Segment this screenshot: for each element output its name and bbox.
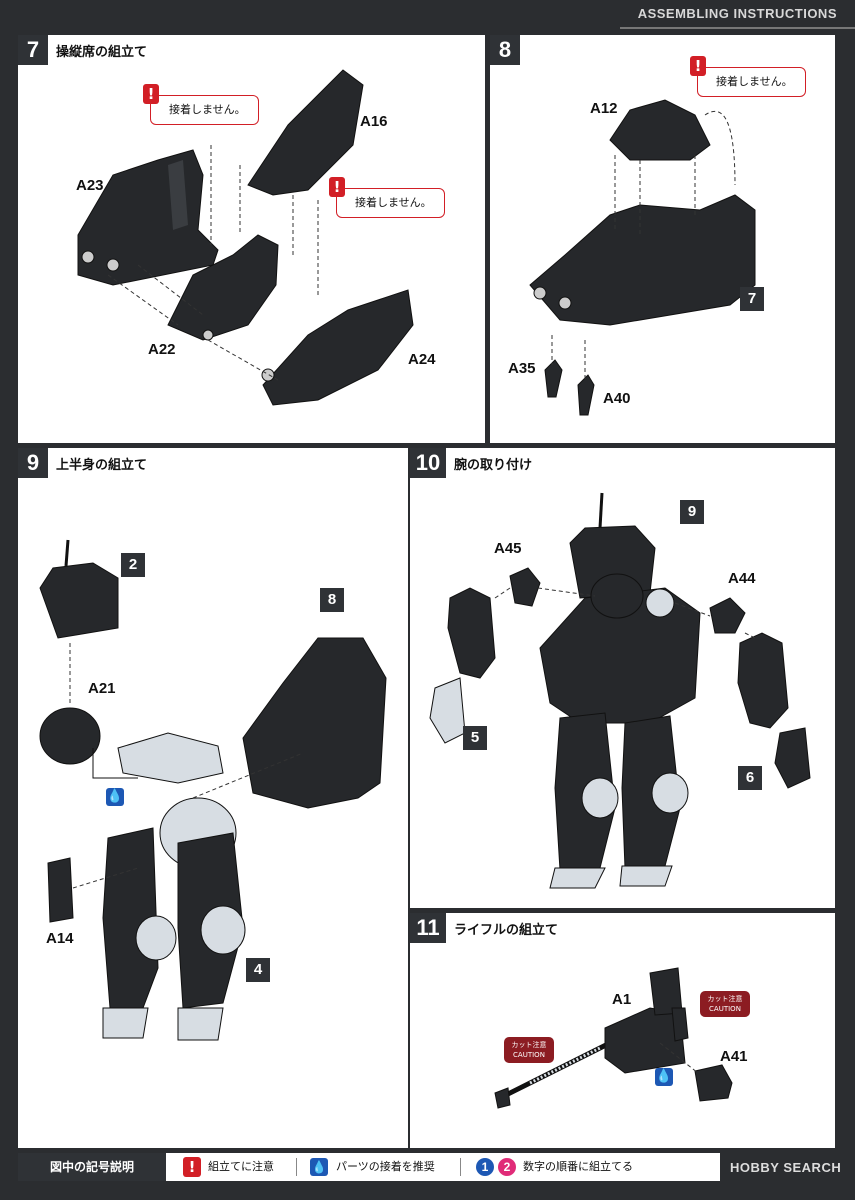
part-label: A1 [612, 991, 632, 1008]
step-one-circle-icon: 1 [476, 1158, 494, 1176]
legend-divider [296, 1158, 297, 1176]
part-label: A45 [494, 540, 522, 557]
header-bar: ASSEMBLING INSTRUCTIONS [0, 0, 855, 30]
exclamation-icon: ! [690, 56, 706, 76]
caution-en: CAUTION [709, 1005, 741, 1013]
step-10-diagram [429, 492, 811, 889]
part-label: A35 [508, 360, 536, 377]
caution-jp: カット注意 [707, 995, 743, 1003]
reference-badge: 5 [463, 726, 487, 750]
legend-divider [460, 1158, 461, 1176]
step-8-diagram [529, 99, 756, 416]
no-glue-callout: ! 接着しません。 [143, 84, 259, 125]
step-number-badge: 8 [490, 35, 520, 65]
part-label: A41 [720, 1048, 748, 1065]
caution-en: CAUTION [513, 1051, 545, 1059]
part-label: A24 [408, 351, 436, 368]
step-title: 上半身の組立て [56, 458, 148, 473]
part-label: A14 [46, 930, 74, 947]
step-11-diagram [494, 967, 733, 1109]
no-glue-callout: ! 接着しません。 [329, 177, 445, 218]
part-label: A23 [76, 177, 104, 194]
step-number-badge: 7 [18, 35, 48, 65]
legend-text: パーツの接着を推奨 [336, 1160, 435, 1173]
step-title: 操縦席の組立て [56, 45, 148, 60]
no-glue-callout: ! 接着しません。 [690, 56, 806, 97]
header-divider [620, 27, 855, 29]
reference-badge: 6 [738, 766, 762, 790]
symbol-legend: 図中の記号説明 ! 組立てに注意 💧 パーツの接着を推奨 1 2 数字の順番に組… [18, 1153, 720, 1181]
reference-badge: 4 [246, 958, 270, 982]
part-label: A16 [360, 113, 388, 130]
step-9-diagram [39, 539, 387, 1041]
part-label: A22 [148, 341, 176, 358]
legend-text: 組立てに注意 [208, 1160, 274, 1173]
exclamation-icon: ! [183, 1157, 201, 1177]
callout-text: 接着しません。 [169, 103, 246, 116]
header-title: ASSEMBLING INSTRUCTIONS [637, 6, 837, 21]
step-7-diagram [77, 69, 414, 406]
part-label: A44 [728, 570, 756, 587]
step-9-panel: 9 上半身の組立て 2 8 4 A21 A14 💧 [18, 448, 408, 1148]
cut-caution-badge: カット注意 CAUTION [504, 1037, 554, 1063]
step-11-panel: 11 ライフルの組立て A1 A41 カット注意 CAUTION カット注意 C… [410, 913, 835, 1148]
step-number-badge: 9 [18, 448, 48, 478]
step-number-badge: 10 [410, 448, 446, 478]
step-title: 腕の取り付け [454, 458, 533, 473]
glue-drop-icon: 💧 [655, 1068, 673, 1086]
legend-text: 数字の順番に組立てる [523, 1160, 633, 1173]
step-number-badge: 11 [410, 913, 446, 943]
reference-badge: 2 [121, 553, 145, 577]
step-7-panel: 7 操縦席の組立て ! 接着しません。 ! 接着しません。 A16 A23 A2… [18, 35, 485, 443]
step-title: ライフルの組立て [454, 923, 559, 938]
step-two-circle-icon: 2 [498, 1158, 516, 1176]
watermark: HOBBY SEARCH [730, 1160, 842, 1175]
step-8-panel: 8 ! 接着しません。 A12 A35 A40 7 [490, 35, 835, 443]
caution-jp: カット注意 [511, 1041, 547, 1049]
part-label: A21 [88, 680, 116, 697]
exclamation-icon: ! [329, 177, 345, 197]
callout-text: 接着しません。 [355, 196, 432, 209]
exclamation-icon: ! [143, 84, 159, 104]
reference-badge: 8 [320, 588, 344, 612]
reference-badge: 9 [680, 500, 704, 524]
part-label: A40 [603, 390, 631, 407]
part-label: A12 [590, 100, 618, 117]
glue-drop-icon: 💧 [106, 788, 124, 806]
reference-badge: 7 [740, 287, 764, 311]
legend-title: 図中の記号説明 [18, 1153, 166, 1181]
step-10-panel: 10 腕の取り付け 9 5 6 A45 A44 [410, 448, 835, 908]
glue-drop-icon: 💧 [310, 1158, 328, 1176]
cut-caution-badge: カット注意 CAUTION [700, 991, 750, 1017]
callout-text: 接着しません。 [716, 75, 793, 88]
